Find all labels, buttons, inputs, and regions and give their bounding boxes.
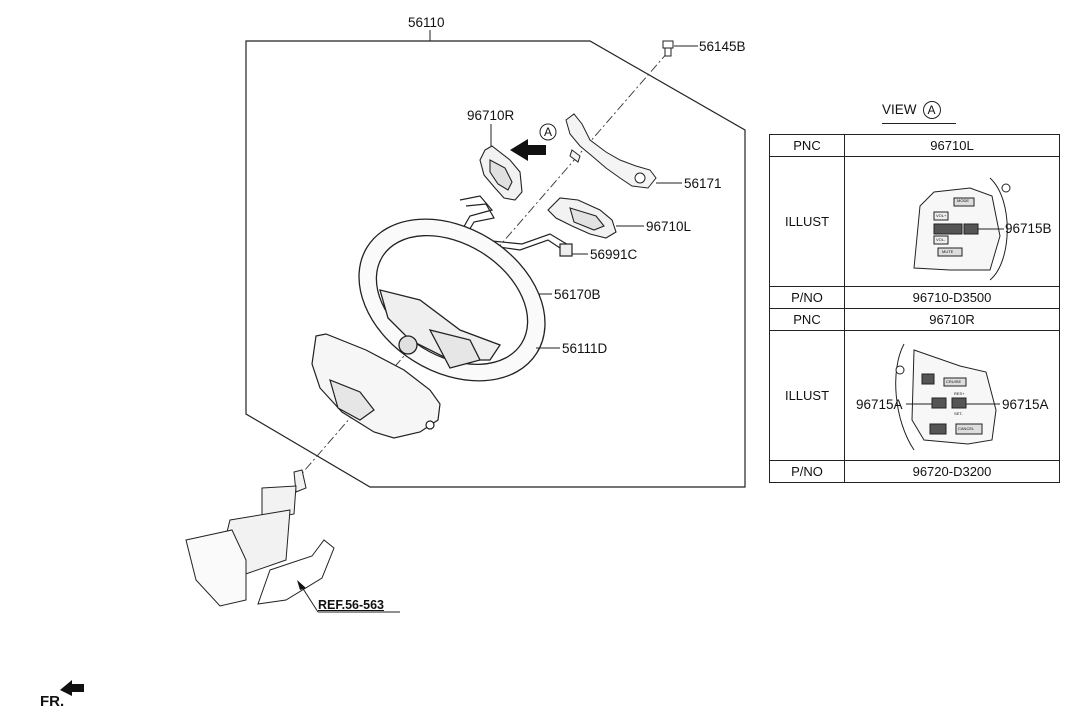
callout-56110: 56110 (408, 15, 445, 30)
callout-56111D: 56111D (562, 341, 608, 356)
illust-cell-right (844, 330, 1060, 461)
switch-label-voldown: VOL- (936, 237, 946, 242)
switch-label-volup: VOL+ (936, 213, 947, 218)
screw-56145B (662, 40, 674, 57)
illust-cell-left (844, 156, 1060, 287)
callout-96715B: 96715B (1005, 221, 1052, 236)
view-arrow (510, 139, 546, 161)
illust-label-right: ILLUST (769, 330, 845, 461)
callout-56991C: 56991C (590, 247, 638, 262)
view-marker-circle (539, 123, 557, 141)
airbag-cover (311, 333, 441, 439)
callout-96715A-left: 96715A (856, 397, 903, 412)
pnc-value-left: 96710L (844, 134, 1060, 157)
ref-arrow-head (297, 580, 306, 590)
view-marker-label: A (544, 125, 553, 139)
switch-label-setminus: SET- (954, 411, 963, 416)
pno-value-right: 96720-D3200 (844, 460, 1060, 483)
pno-label-left: P/NO (769, 286, 845, 309)
steering-wheel-56111D (358, 218, 546, 382)
fr-label: FR. (40, 693, 65, 710)
view-title-text: VIEW (882, 102, 917, 117)
pnc-label-right: PNC (769, 308, 845, 331)
pnc-value-right: 96710R (844, 308, 1060, 331)
ref-label: REF.56-563 (318, 598, 385, 612)
callout-96715A-right: 96715A (1002, 397, 1049, 412)
view-title: VIEW A (882, 101, 956, 124)
callout-96710L: 96710L (646, 219, 692, 234)
steering-column (185, 469, 335, 607)
switch-label-cancel: CANCEL (958, 426, 975, 431)
callout-56170B: 56170B (554, 287, 601, 302)
pno-value-left: 96710-D3500 (844, 286, 1060, 309)
callout-56171: 56171 (684, 176, 722, 191)
switch-96710L (547, 197, 617, 239)
switch-96710R (479, 145, 523, 201)
switch-label-mute: MUTE (942, 249, 954, 254)
view-title-marker: A (922, 101, 941, 119)
pnc-label-left: PNC (769, 134, 845, 157)
callout-96710R: 96710R (467, 108, 515, 123)
assembly-frame (245, 40, 746, 488)
bracket-56171 (565, 113, 657, 189)
callout-56145B: 56145B (699, 39, 746, 54)
illust-label-left: ILLUST (769, 156, 845, 287)
switch-label-resplus: RES+ (954, 391, 965, 396)
fr-arrow (60, 680, 84, 696)
switch-label-mode: MODE (957, 198, 969, 203)
spec-table: PNC 96710L ILLUST P/NO 96710-D3500 PNC 9… (769, 134, 1060, 483)
switch-label-cruise: CRUISE (946, 379, 962, 384)
pno-label-right: P/NO (769, 460, 845, 483)
